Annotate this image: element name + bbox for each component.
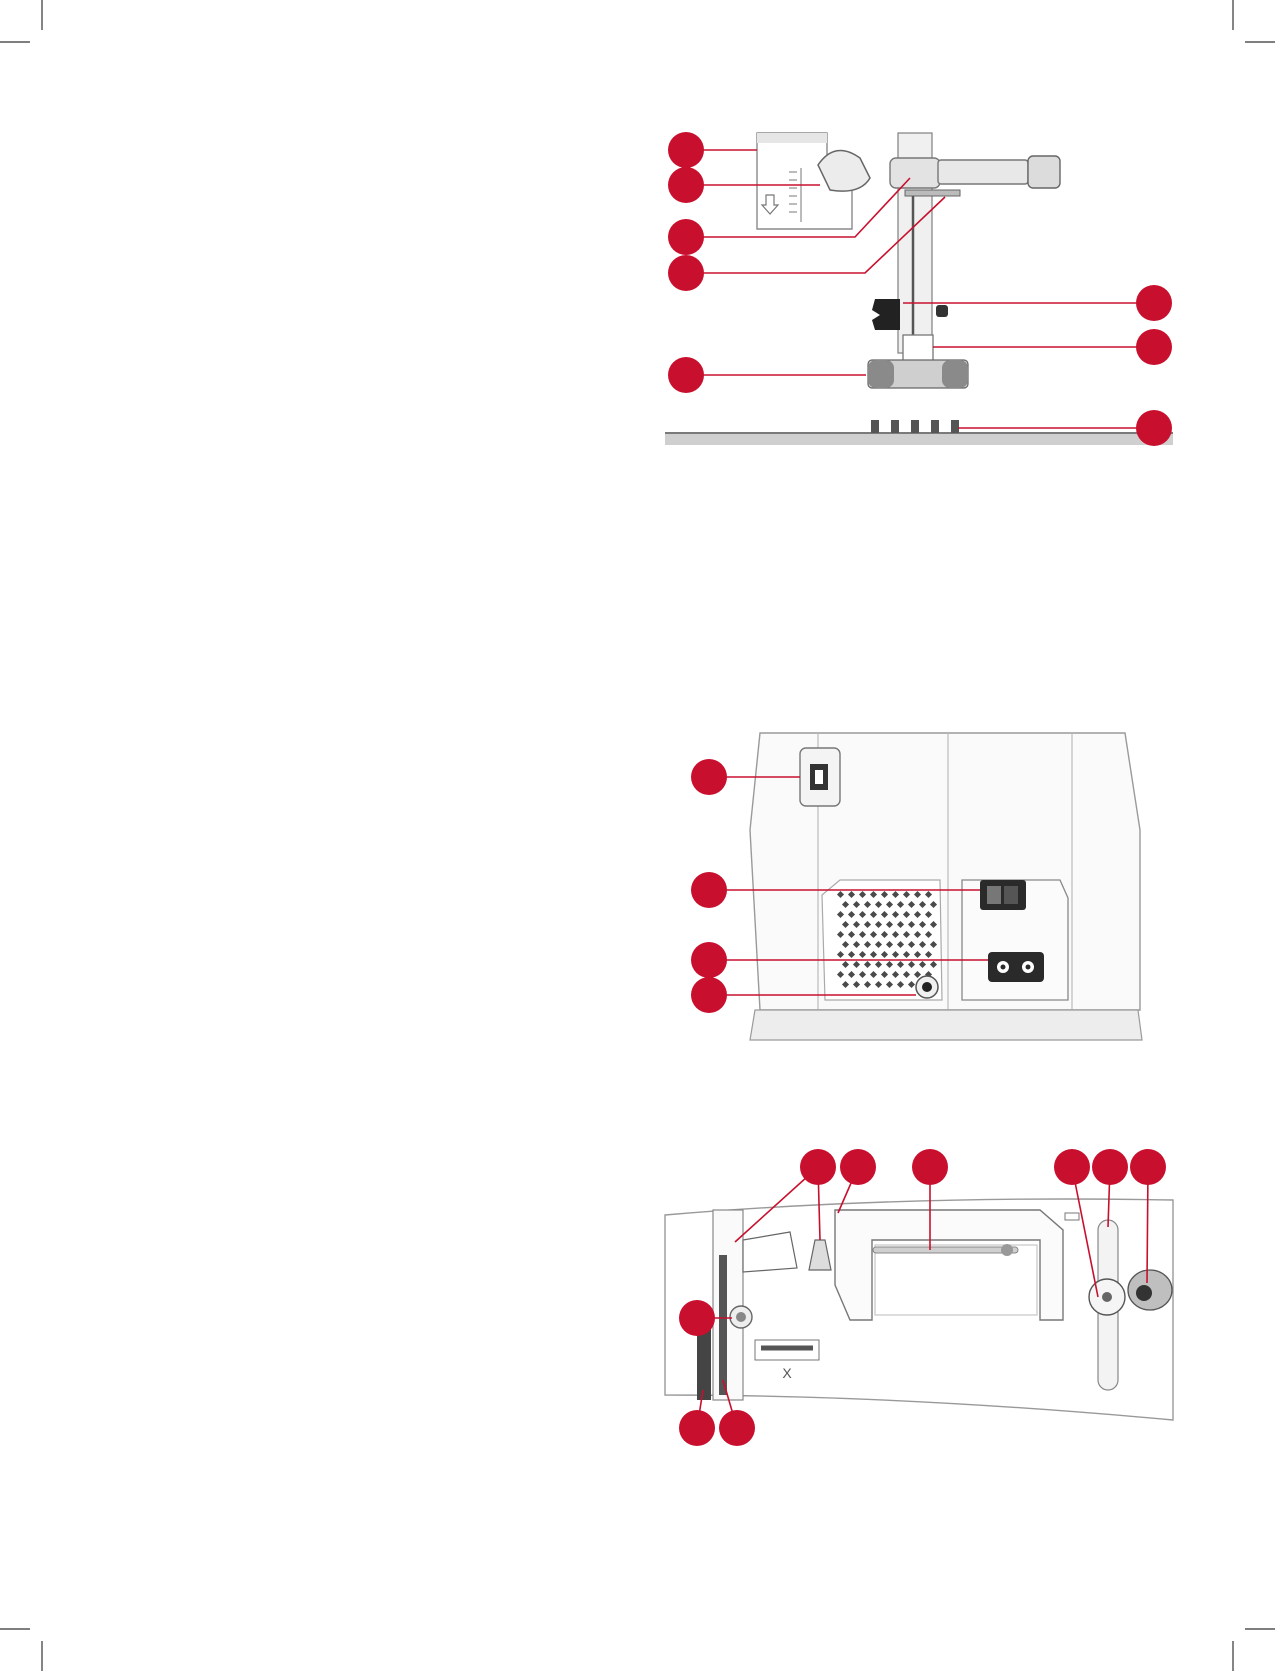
callout-marker [1130,1149,1166,1185]
callout-marker [679,1300,715,1336]
callout-marker [719,1410,755,1446]
callout-marker [840,1149,876,1185]
tension-disc [730,1306,752,1328]
callout-marker [679,1410,715,1446]
callout-marker [1092,1149,1128,1185]
spool-pin [873,1247,1018,1253]
callout-marker [800,1149,836,1185]
callout-marker [912,1149,948,1185]
callout-marker [1054,1149,1090,1185]
svg-text:X: X [782,1365,792,1381]
take-up-lever [697,1325,711,1400]
